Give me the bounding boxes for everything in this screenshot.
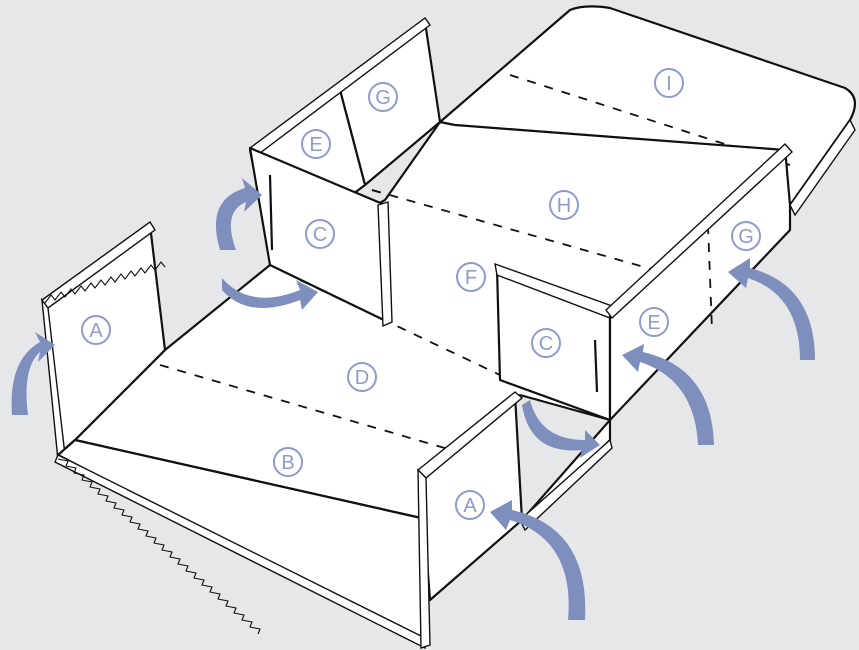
svg-text:B: B bbox=[281, 452, 294, 474]
svg-text:A: A bbox=[463, 495, 477, 517]
corrugated-edge-a-base bbox=[520, 440, 612, 530]
svg-text:G: G bbox=[738, 226, 754, 248]
svg-text:G: G bbox=[375, 87, 391, 109]
svg-text:I: I bbox=[666, 73, 672, 95]
svg-text:E: E bbox=[647, 312, 660, 334]
svg-text:H: H bbox=[557, 195, 571, 217]
svg-text:E: E bbox=[309, 134, 322, 156]
fold-arrow-a-left bbox=[12, 332, 55, 415]
svg-text:F: F bbox=[465, 267, 477, 289]
svg-text:D: D bbox=[355, 367, 369, 389]
svg-text:C: C bbox=[313, 224, 327, 246]
svg-text:A: A bbox=[89, 320, 103, 342]
svg-text:C: C bbox=[539, 333, 553, 355]
fold-arrow-g-front bbox=[728, 258, 815, 360]
